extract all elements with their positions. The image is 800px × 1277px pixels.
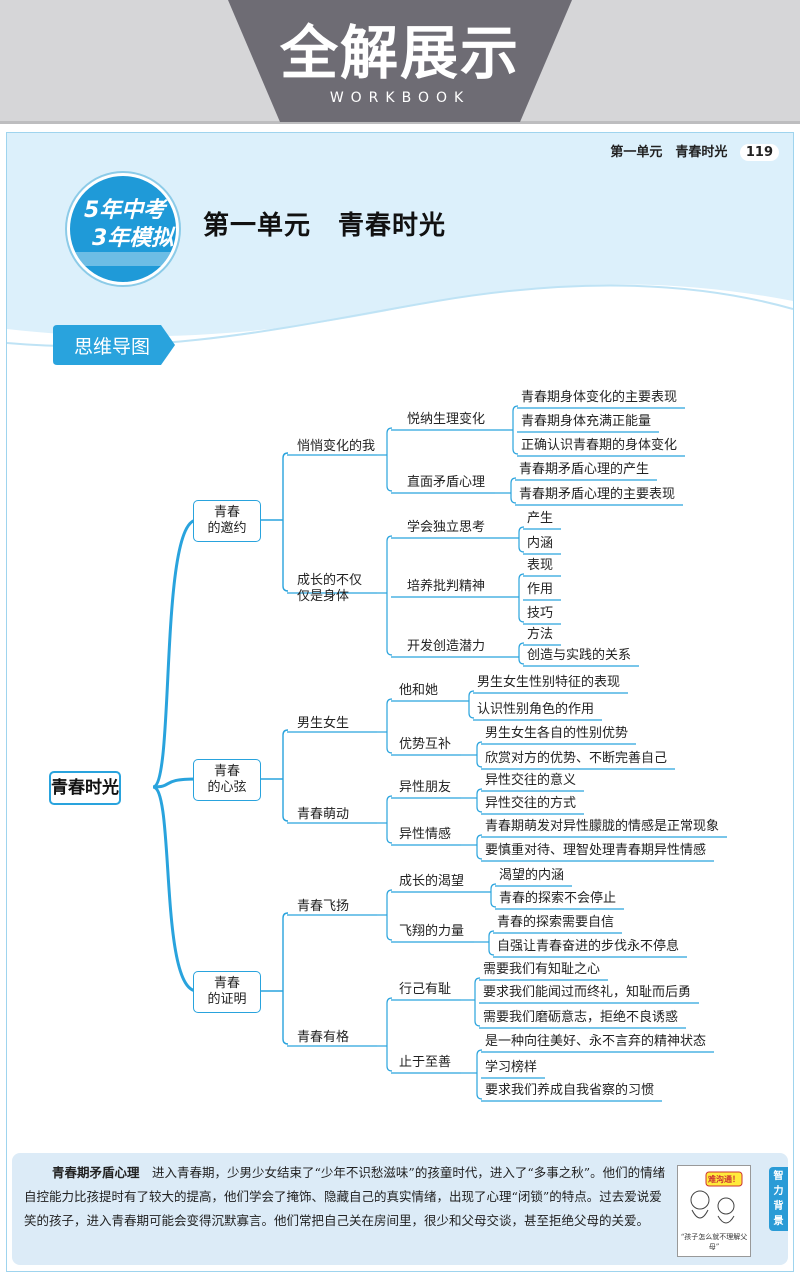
leaf-2-2-2-1: 青春期萌发对异性朦胧的情感是正常现象 bbox=[485, 819, 720, 834]
branch-3: 青春 的证明 bbox=[193, 971, 261, 1013]
leaf-1-1-2-2: 青春期矛盾心理的主要表现 bbox=[519, 487, 676, 502]
background-note: 青春期矛盾心理 进入青春期，少男少女结束了“少年不识愁滋味”的孩童时代，进入了“… bbox=[12, 1153, 788, 1265]
leaf-1-2-2-2: 作用 bbox=[527, 582, 554, 597]
leaf-1-1-2-1: 青春期矛盾心理的产生 bbox=[519, 462, 650, 477]
cartoon-drawing bbox=[690, 1171, 743, 1224]
leaf-2-1-1-1: 男生女生性别特征的表现 bbox=[477, 675, 621, 690]
top-banner: 全解展示 WORKBOOK bbox=[0, 0, 800, 124]
leaf-3-2-1-2: 要求我们能闻过而终礼，知耻而后勇 bbox=[483, 985, 692, 1000]
topic-1-1-2: 直面矛盾心理 bbox=[407, 475, 486, 490]
leaf-1-2-2-1: 表现 bbox=[527, 558, 554, 573]
cartoon-bubble: 难沟通！ bbox=[708, 1175, 740, 1184]
banner-subtitle: WORKBOOK bbox=[329, 90, 471, 106]
branch-1: 青春 的邀约 bbox=[193, 500, 261, 542]
mindmap-root: 青春时光 bbox=[49, 771, 121, 805]
note-text: 青春期矛盾心理 进入青春期，少男少女结束了“少年不识愁滋味”的孩童时代，进入了“… bbox=[24, 1161, 674, 1233]
sub-3-2: 青春有格 bbox=[297, 1030, 350, 1045]
leaf-3-1-2-2: 自强让青春奋进的步伐永不停息 bbox=[497, 939, 680, 954]
topic-2-2-1: 异性朋友 bbox=[399, 780, 452, 795]
leaf-3-2-2-1: 是一种向往美好、永不言弃的精神状态 bbox=[485, 1034, 707, 1049]
logo-line1: 5年中考 bbox=[84, 198, 166, 223]
leaf-1-1-1-1: 青春期身体变化的主要表现 bbox=[521, 390, 678, 405]
leaf-2-1-2-1: 男生女生各自的性别优势 bbox=[485, 726, 629, 741]
cartoon-caption: “孩子怎么就不理解父母” bbox=[680, 1233, 748, 1251]
section-tag: 思维导图 bbox=[53, 325, 179, 371]
topic-1-2-3: 开发创造潜力 bbox=[407, 639, 486, 654]
leaf-1-1-1-2: 青春期身体充满正能量 bbox=[521, 414, 652, 429]
leaf-3-1-2-1: 青春的探索需要自信 bbox=[497, 915, 615, 930]
leaf-1-2-3-1: 方法 bbox=[527, 627, 554, 642]
leaf-3-1-1-2: 青春的探索不会停止 bbox=[499, 891, 617, 906]
topic-3-1-1: 成长的渴望 bbox=[399, 874, 465, 889]
topic-2-1-2: 优势互补 bbox=[399, 737, 452, 752]
running-title: 第一单元 青春时光 bbox=[610, 145, 728, 160]
topic-1-2-2: 培养批判精神 bbox=[407, 579, 486, 594]
unit-title: 第一单元 青春时光 bbox=[203, 211, 447, 241]
leaf-2-1-2-2: 欣赏对方的优势、不断完善自己 bbox=[485, 751, 668, 766]
leaf-1-2-1-2: 内涵 bbox=[527, 536, 554, 551]
topic-3-2-1: 行己有耻 bbox=[399, 982, 452, 997]
topic-1-2-1: 学会独立思考 bbox=[407, 520, 486, 535]
logo-line2: 3年模拟 bbox=[92, 226, 174, 251]
section-tag-label: 思维导图 bbox=[73, 336, 150, 358]
note-heading: 青春期矛盾心理 bbox=[52, 1165, 140, 1180]
leaf-3-2-2-2: 学习榜样 bbox=[485, 1060, 538, 1075]
branch-2: 青春 的心弦 bbox=[193, 759, 261, 801]
topic-1-1-1: 悦纳生理变化 bbox=[407, 412, 486, 427]
leaf-3-2-2-3: 要求我们养成自我省察的习惯 bbox=[485, 1083, 655, 1098]
topic-3-2-2: 止于至善 bbox=[399, 1055, 452, 1070]
running-header: 第一单元 青春时光 119 bbox=[610, 141, 779, 161]
leaf-1-2-2-3: 技巧 bbox=[527, 606, 554, 621]
leaf-1-2-3-2: 创造与实践的关系 bbox=[527, 648, 632, 663]
banner-shape bbox=[228, 0, 572, 122]
side-tab: 智力背景 bbox=[769, 1167, 788, 1231]
workbook-page: 第一单元 青春时光 119 5年中考 3年模拟 第一单元 青春时光 思维导图 青… bbox=[6, 132, 794, 1272]
leaf-1-1-1-3: 正确认识青春期的身体变化 bbox=[521, 438, 678, 453]
banner-title: 全解展示 bbox=[279, 19, 520, 87]
leaf-3-1-1-1: 渴望的内涵 bbox=[499, 868, 565, 883]
leaf-3-2-1-3: 需要我们磨砺意志，拒绝不良诱惑 bbox=[483, 1010, 679, 1025]
mindmap-connectors bbox=[152, 405, 727, 1102]
sub-1-2: 成长的不仅 仅是身体 bbox=[297, 573, 363, 604]
topic-3-1-2: 飞翔的力量 bbox=[399, 924, 465, 939]
sub-2-2: 青春萌动 bbox=[297, 807, 350, 822]
leaf-2-2-1-1: 异性交往的意义 bbox=[485, 773, 577, 788]
sub-3-1: 青春飞扬 bbox=[297, 899, 350, 914]
leaf-3-2-1-1: 需要我们有知耻之心 bbox=[483, 962, 601, 977]
sub-2-1: 男生女生 bbox=[297, 716, 350, 731]
cartoon-illustration: 难沟通！ “孩子怎么就不理解父母” bbox=[677, 1165, 751, 1257]
topic-2-1-1: 他和她 bbox=[399, 683, 439, 698]
logo-stripe bbox=[70, 252, 176, 266]
leaf-2-1-1-2: 认识性别角色的作用 bbox=[477, 702, 595, 717]
leaf-1-2-1-1: 产生 bbox=[527, 511, 554, 526]
page-number: 119 bbox=[739, 144, 779, 161]
topic-2-2-2: 异性情感 bbox=[399, 827, 452, 842]
series-logo: 5年中考 3年模拟 bbox=[67, 173, 179, 285]
leaf-2-2-2-2: 要慎重对待、理智处理青春期异性情感 bbox=[485, 843, 707, 858]
sub-1-1: 悄悄变化的我 bbox=[297, 439, 376, 454]
note-body: 进入青春期，少男少女结束了“少年不识愁滋味”的孩童时代，进入了“多事之秋”。他们… bbox=[24, 1165, 666, 1228]
page-header: 第一单元 青春时光 119 5年中考 3年模拟 第一单元 青春时光 思维导图 bbox=[7, 133, 793, 385]
leaf-2-2-1-2: 异性交往的方式 bbox=[485, 796, 577, 811]
